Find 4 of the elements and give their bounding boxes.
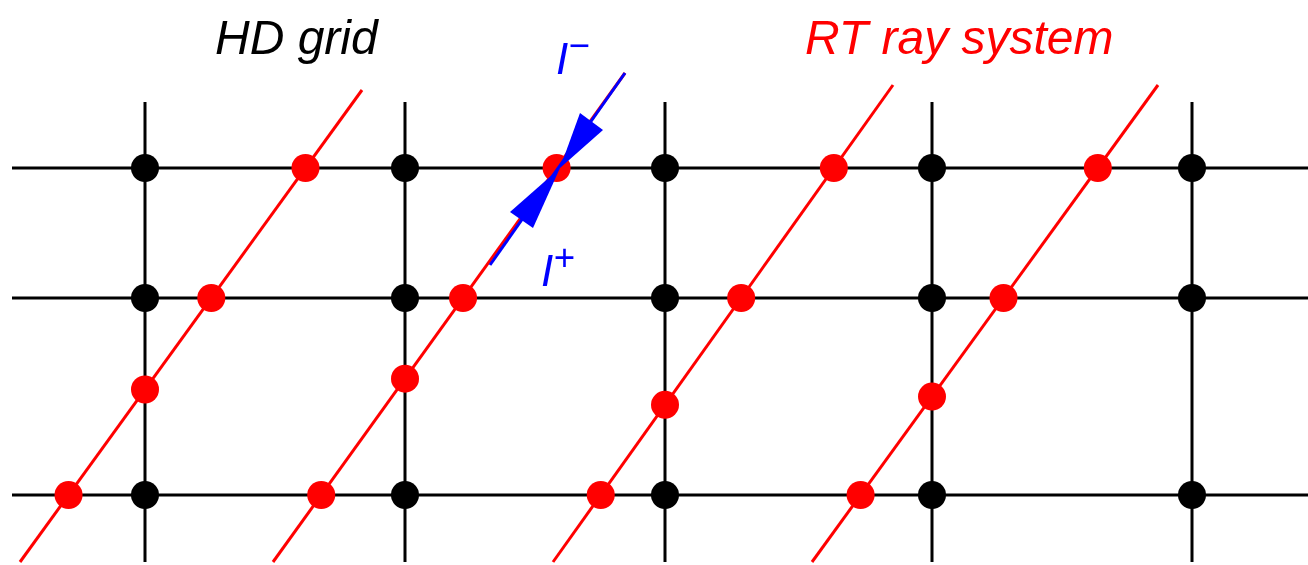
flux-label: I$^{+}$ bbox=[541, 240, 575, 293]
flux-label: I$^{−}$ bbox=[556, 28, 590, 81]
heading: RT ray system bbox=[805, 14, 1114, 62]
heading: HD grid bbox=[215, 14, 378, 62]
